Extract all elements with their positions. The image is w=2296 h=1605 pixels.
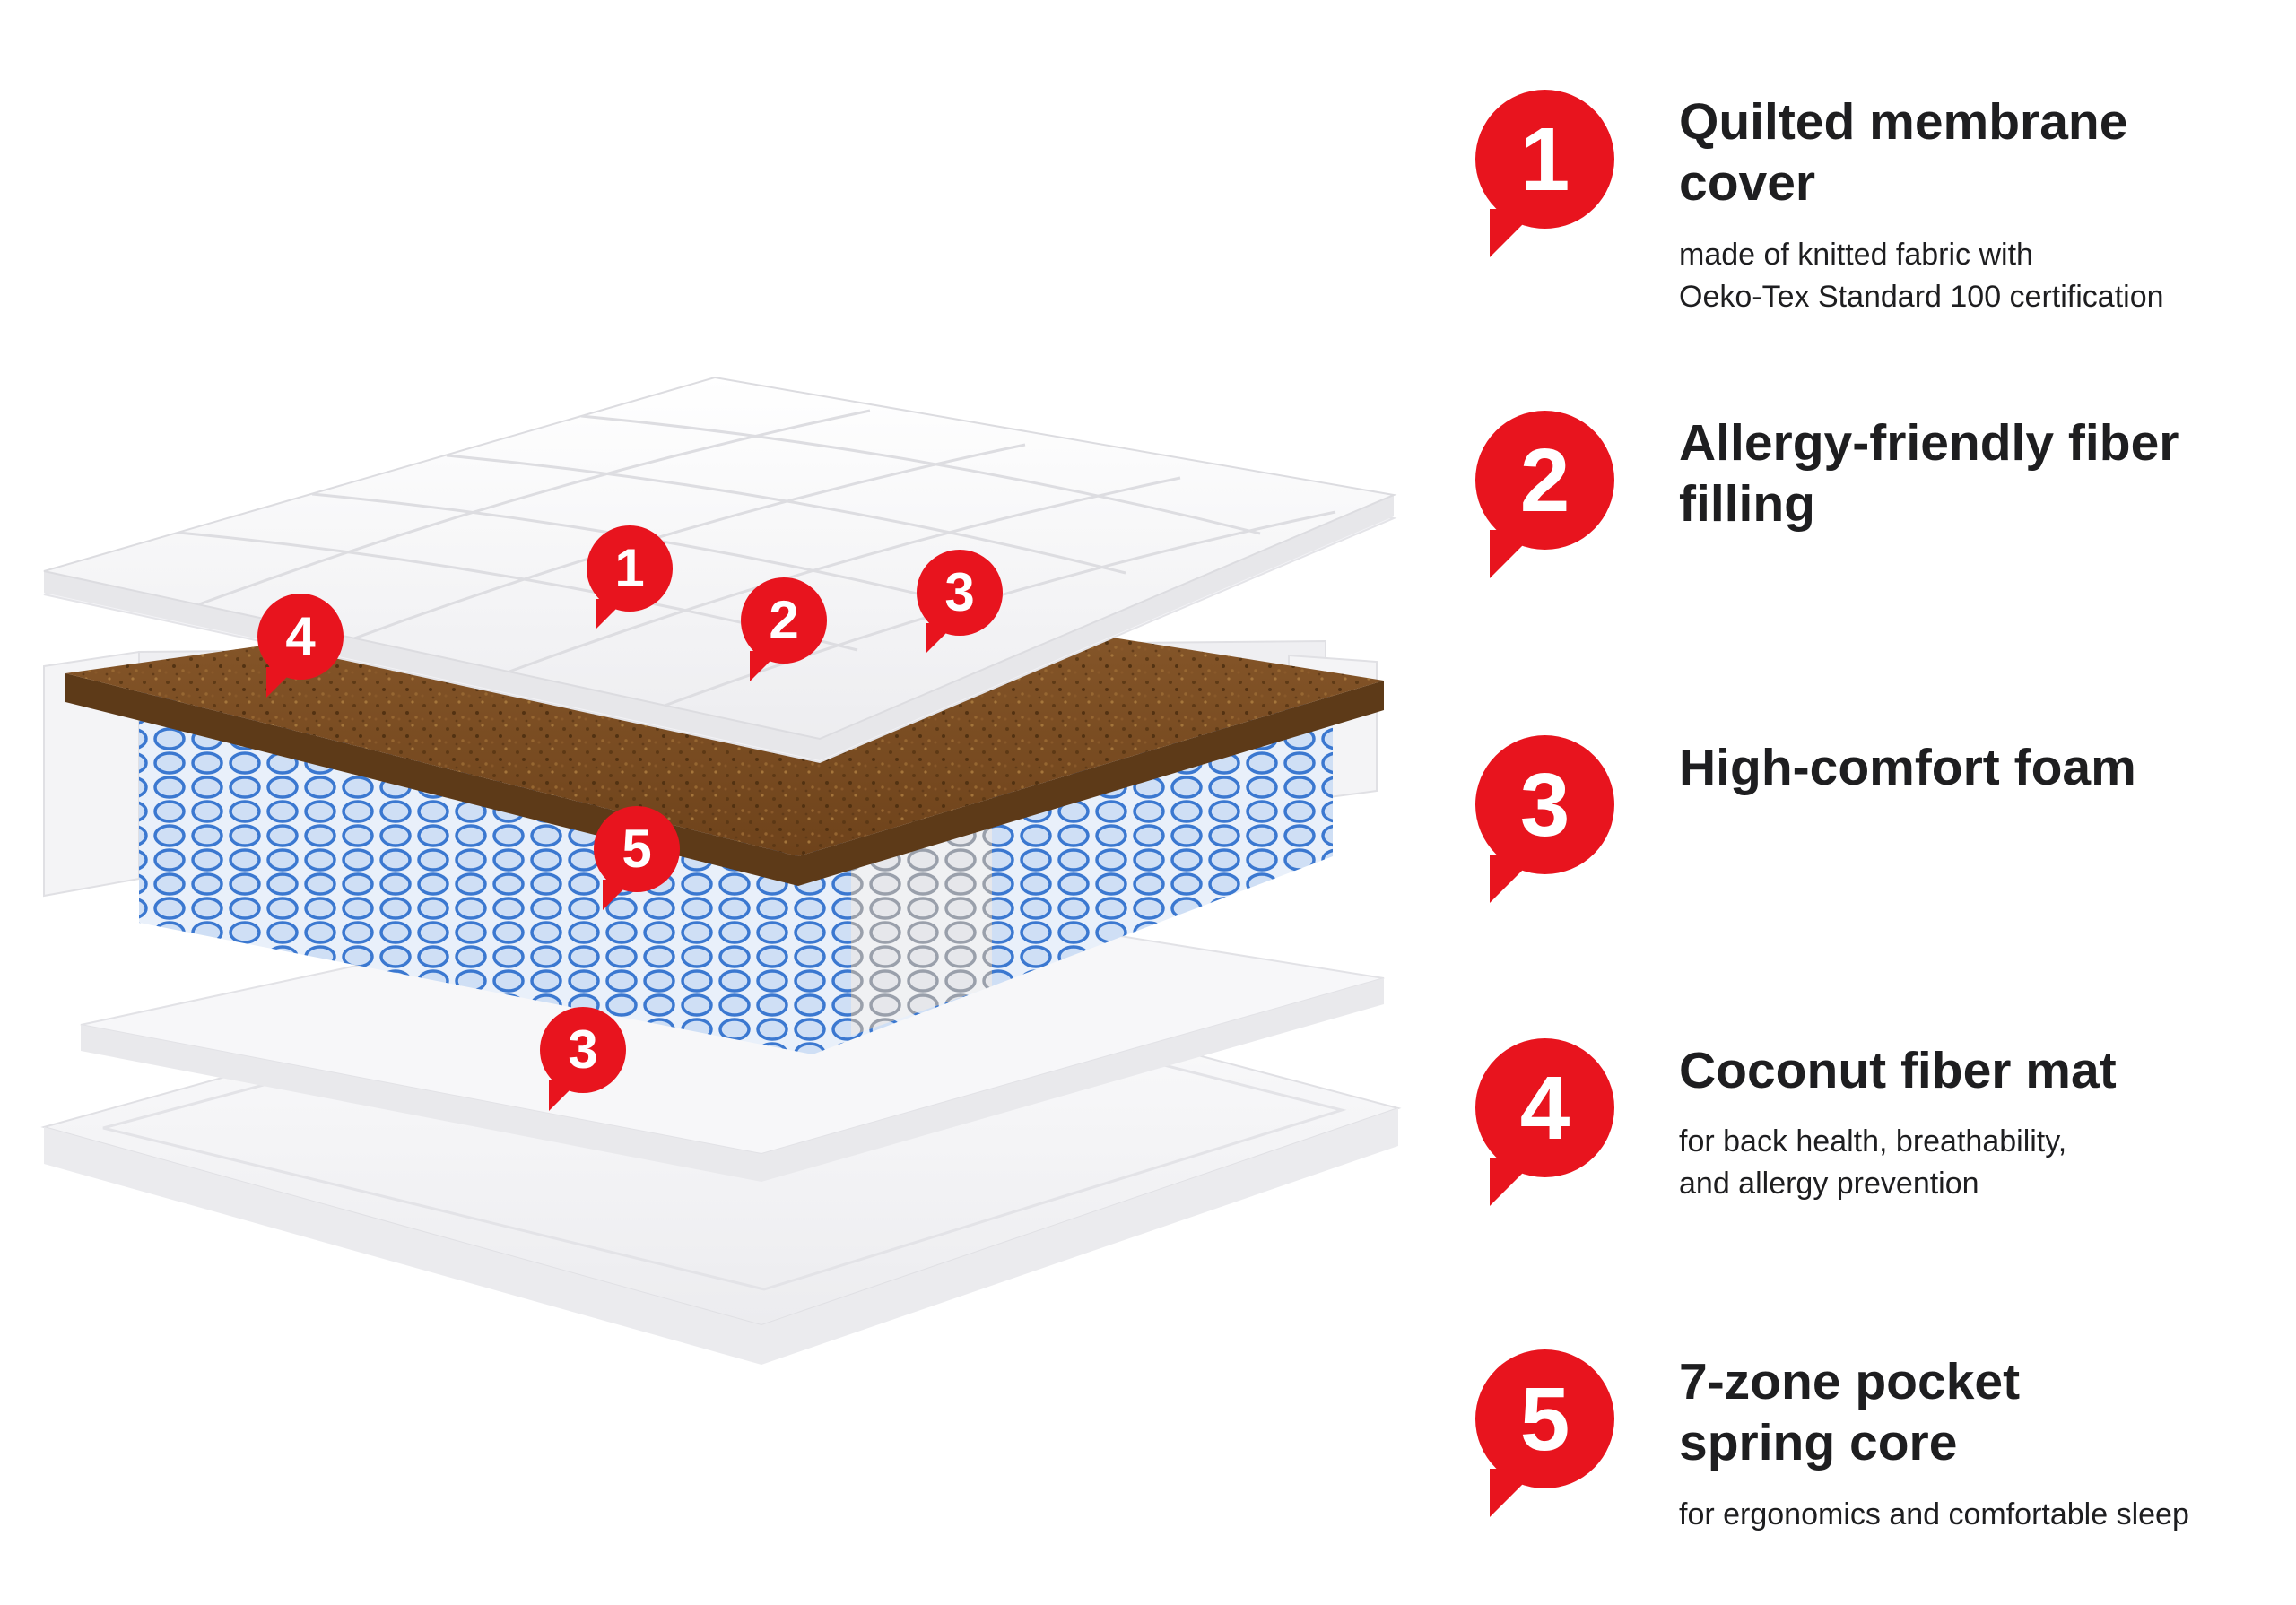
legend-description: for ergonomics and comfortable sleep (1679, 1497, 2189, 1531)
diagram-marker-5: 5 (594, 806, 680, 910)
marker-number: 3 (568, 1019, 598, 1080)
legend-balloon-4: 4 (1475, 1038, 1614, 1206)
legend-title: Quilted membrane cover (1679, 93, 2128, 213)
diagram-marker-1: 1 (587, 525, 673, 629)
diagram-marker-4: 4 (257, 594, 344, 698)
diagram-marker-2: 2 (741, 577, 827, 681)
legend-text-block: Allergy-friendly fiber filling (1679, 411, 2181, 535)
legend-number: 3 (1519, 754, 1570, 855)
diagram-marker-3b: 3 (540, 1007, 626, 1111)
legend-description: for back health, breathability, and alle… (1679, 1124, 2067, 1202)
legend-balloon-3: 3 (1475, 735, 1614, 903)
legend-number: 1 (1519, 108, 1570, 210)
legend-text-block: High-comfort foam (1679, 735, 2136, 798)
legend-balloon-5: 5 (1475, 1349, 1614, 1517)
legend-description: made of knitted fabric with Oeko-Tex Sta… (1679, 237, 2164, 314)
marker-number: 1 (614, 538, 645, 598)
legend-text-block: 7-zone pocket spring core for ergonomics… (1679, 1349, 2189, 1536)
legend-balloon-2: 2 (1475, 411, 1614, 578)
legend-text-block: Coconut fiber mat for back health, breat… (1679, 1038, 2117, 1205)
legend-number: 2 (1519, 429, 1570, 531)
legend-item-fiber-filling: 2 Allergy-friendly fiber filling (1475, 411, 2292, 578)
legend-item-spring-core: 5 7-zone pocket spring core for ergonomi… (1475, 1349, 2292, 1536)
marker-number: 3 (944, 562, 975, 622)
diagram-marker-3: 3 (917, 550, 1003, 654)
legend-number: 4 (1519, 1057, 1570, 1158)
legend-balloon-1: 1 (1475, 90, 1614, 257)
legend-text-block: Quilted membrane cover made of knitted f… (1679, 90, 2181, 318)
legend-title: Coconut fiber mat (1679, 1042, 2117, 1099)
legend-item-quilted-cover: 1 Quilted membrane cover made of knitted… (1475, 90, 2292, 318)
legend-item-comfort-foam: 3 High-comfort foam (1475, 735, 2292, 903)
legend-title: High-comfort foam (1679, 739, 2136, 796)
marker-number: 2 (769, 590, 799, 650)
marker-number: 5 (622, 819, 652, 879)
legend-item-coconut-mat: 4 Coconut fiber mat for back health, bre… (1475, 1038, 2292, 1206)
legend-title: Allergy-friendly fiber filling (1679, 414, 2179, 534)
legend-title: 7-zone pocket spring core (1679, 1353, 2021, 1472)
legend-number: 5 (1519, 1368, 1570, 1470)
marker-number: 4 (285, 606, 316, 666)
